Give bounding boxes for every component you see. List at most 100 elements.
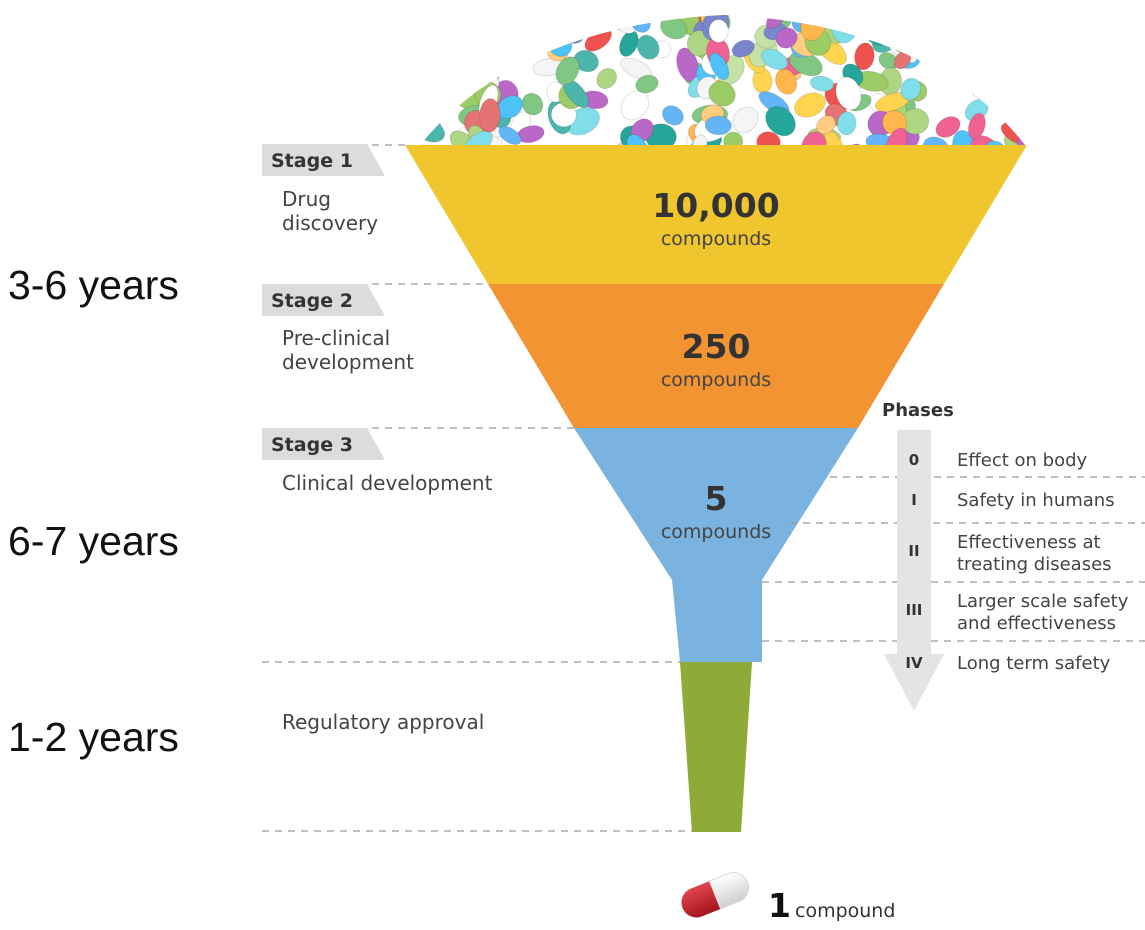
compound-unit-preclinical: compounds (661, 369, 771, 391)
pill-shape (922, 136, 950, 145)
pill-shape (420, 54, 433, 71)
pill-shape (847, 143, 865, 145)
pill-shape (626, 134, 650, 145)
phase-desc-2: Effectiveness at (957, 532, 1101, 553)
pill-shape (427, 92, 448, 113)
pill-shape (816, 115, 836, 135)
result-unit: compound (795, 900, 895, 922)
pill-shape (760, 48, 789, 71)
phase-number-2: II (908, 542, 919, 560)
pill-shape (836, 15, 858, 25)
pill-shape (970, 76, 1007, 101)
pill-shape (461, 64, 483, 86)
pill-shape (1005, 50, 1025, 76)
stage-tag-label-3: Stage 3 (271, 434, 353, 456)
pill-shape (470, 23, 493, 43)
pill-shape (731, 39, 755, 58)
pill-shape (502, 23, 526, 41)
pill-shape (573, 49, 599, 73)
pill-shape (1000, 85, 1023, 111)
pill-shape (887, 15, 910, 32)
pill-shape (854, 42, 875, 71)
pill-shape (991, 15, 1017, 23)
funnel-section-regulatory (680, 662, 752, 832)
pill-shape (449, 15, 482, 27)
pill-shape (461, 50, 480, 72)
pill-shape (481, 43, 510, 71)
pill-shape (660, 16, 688, 40)
pill-shape (905, 25, 938, 51)
pill-shape (609, 15, 631, 31)
pill-shape (809, 75, 835, 92)
pill-shape (429, 50, 465, 77)
years-label-clinical: 6-7 years (8, 518, 179, 564)
pill-shape (636, 34, 660, 60)
funnel-section-preclinical (488, 284, 944, 428)
pill-shape (502, 15, 535, 27)
pill-shape (420, 28, 445, 45)
pill-shape (470, 38, 497, 69)
phase-desc-3: and effectiveness (957, 613, 1116, 634)
compound-unit-clinical: compounds (661, 521, 771, 543)
pill-shape (420, 86, 445, 110)
pill-shape (981, 56, 1002, 76)
pill-shape (732, 106, 759, 134)
stage-desc-2: development (282, 350, 414, 374)
pill-shape (564, 15, 591, 28)
pill-shape (994, 45, 1021, 69)
stage-tag-label-1: Stage 1 (271, 150, 353, 172)
phases-arrow (884, 430, 944, 711)
pill-shape (661, 105, 684, 126)
pill-shape (889, 24, 912, 55)
compound-count-clinical: 5 (705, 479, 728, 518)
pill-shape (487, 38, 516, 68)
phase-number-3: III (906, 601, 923, 619)
pill-shape (481, 50, 503, 83)
pill-shape (452, 29, 485, 52)
pill-shape (956, 48, 975, 72)
pill-shape (420, 118, 446, 143)
pill-shape (458, 15, 475, 32)
pill-shape (1014, 88, 1025, 121)
pill-shape (457, 21, 478, 46)
capsule-pill-icon (681, 872, 750, 918)
phase-desc-3: Larger scale safety (957, 591, 1129, 612)
pill-shape (1009, 23, 1025, 48)
pill-shape (454, 40, 485, 68)
stage-desc-1: Drug (282, 187, 331, 211)
pill-shape (498, 125, 522, 145)
pill-shape (495, 22, 520, 49)
pill-shape (474, 52, 495, 69)
pill-shape (708, 19, 729, 43)
compound-count-discovery: 10,000 (652, 186, 779, 225)
phase-number-4: IV (905, 654, 923, 672)
pill-shape (775, 68, 798, 95)
pill-shape (558, 15, 587, 41)
pill-shape (635, 74, 659, 94)
pill-shape (478, 37, 501, 73)
pill-shape (966, 78, 993, 96)
pill-shape (420, 109, 437, 130)
phase-desc-0: Effect on body (957, 450, 1088, 471)
pill-shape (900, 77, 922, 101)
compound-unit-discovery: compounds (661, 228, 771, 250)
funnel-section-discovery (405, 145, 1027, 284)
pill-shape (988, 42, 1019, 66)
stage-tag-label-2: Stage 2 (271, 290, 353, 312)
pill-shape (903, 16, 925, 43)
pill-shape (430, 15, 457, 34)
regulatory-approval-label: Regulatory approval (282, 710, 484, 734)
phase-number-1: I (911, 491, 917, 509)
pills-pile-illustration (420, 15, 1025, 145)
pill-shape (983, 140, 1006, 145)
pill-shape (491, 32, 517, 58)
pill-shape (555, 56, 580, 86)
pill-shape (420, 45, 441, 74)
funnel-section-clinical (574, 428, 858, 662)
phases-title: Phases (882, 400, 954, 421)
pill-shape (471, 24, 494, 56)
pill-shape (556, 23, 575, 46)
pill-shape (521, 92, 544, 116)
pill-shape (935, 116, 961, 138)
